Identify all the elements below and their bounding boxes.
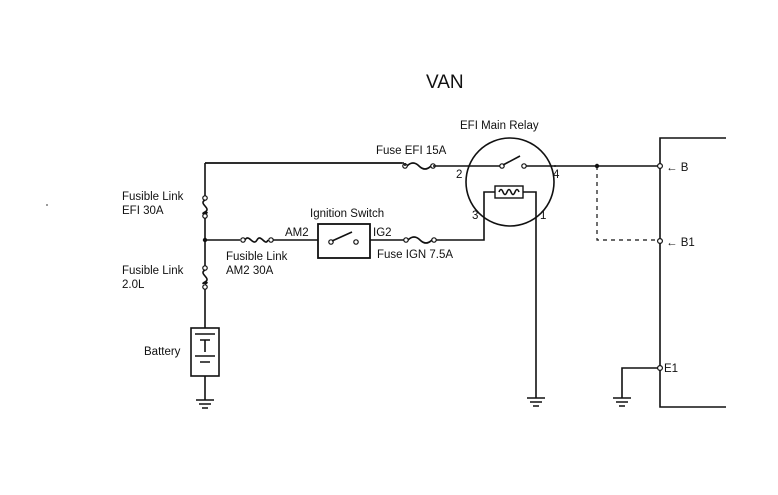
fusible-link-am2-label-2: AM2 30A	[226, 265, 274, 277]
wire-b1-dashed	[596, 166, 656, 241]
relay-contact-switch-icon	[470, 155, 556, 169]
fuse-efi-label: Fuse EFI 15A	[376, 145, 447, 157]
fusible-link-main-icon	[202, 265, 208, 290]
fusible-link-efi-icon	[202, 195, 208, 219]
ignition-switch-icon	[328, 231, 359, 245]
terminal-e1-label: E1	[664, 363, 678, 375]
battery-label: Battery	[144, 346, 181, 358]
ground-icon	[196, 399, 214, 409]
terminal-b-label: ← B	[666, 162, 689, 174]
diagram-title: VAN	[426, 72, 464, 93]
relay-pin-2: 2	[456, 169, 462, 181]
ecu-box-outline	[659, 137, 726, 408]
ignition-switch-label: Ignition Switch	[310, 208, 384, 220]
relay-pin-4: 4	[553, 169, 560, 181]
fusible-link-efi-label-1: Fusible Link	[122, 191, 184, 203]
ground-icon	[527, 397, 545, 407]
ig2-label: IG2	[373, 227, 392, 239]
ignition-switch-box	[317, 223, 371, 259]
relay-coil-icon	[483, 185, 537, 214]
relay-pin-1: 1	[540, 210, 546, 222]
efi-main-relay-body	[465, 137, 555, 227]
fusible-link-am2-label-1: Fusible Link	[226, 251, 288, 263]
fusible-link-efi-label-2: EFI 30A	[122, 205, 164, 217]
fuse-ign-icon	[403, 236, 437, 244]
fusible-link-am2-icon	[240, 237, 274, 243]
wire-fuse-to-relay	[404, 163, 470, 167]
am2-label: AM2	[285, 227, 309, 239]
wire-e1-ground	[621, 367, 660, 398]
efi-main-relay-label: EFI Main Relay	[460, 120, 539, 132]
fuse-efi-icon	[402, 162, 436, 170]
fuse-ign-label: Fuse IGN 7.5A	[377, 249, 453, 261]
relay-pin-3: 3	[472, 210, 478, 222]
fusible-link-main-label-1: Fusible Link	[122, 265, 184, 277]
stray-dot	[46, 204, 48, 206]
battery-icon	[190, 327, 220, 377]
fusible-link-main-label-2: 2.0L	[122, 279, 145, 291]
ground-icon	[613, 397, 631, 407]
terminal-b1-label: ← B1	[666, 237, 695, 249]
